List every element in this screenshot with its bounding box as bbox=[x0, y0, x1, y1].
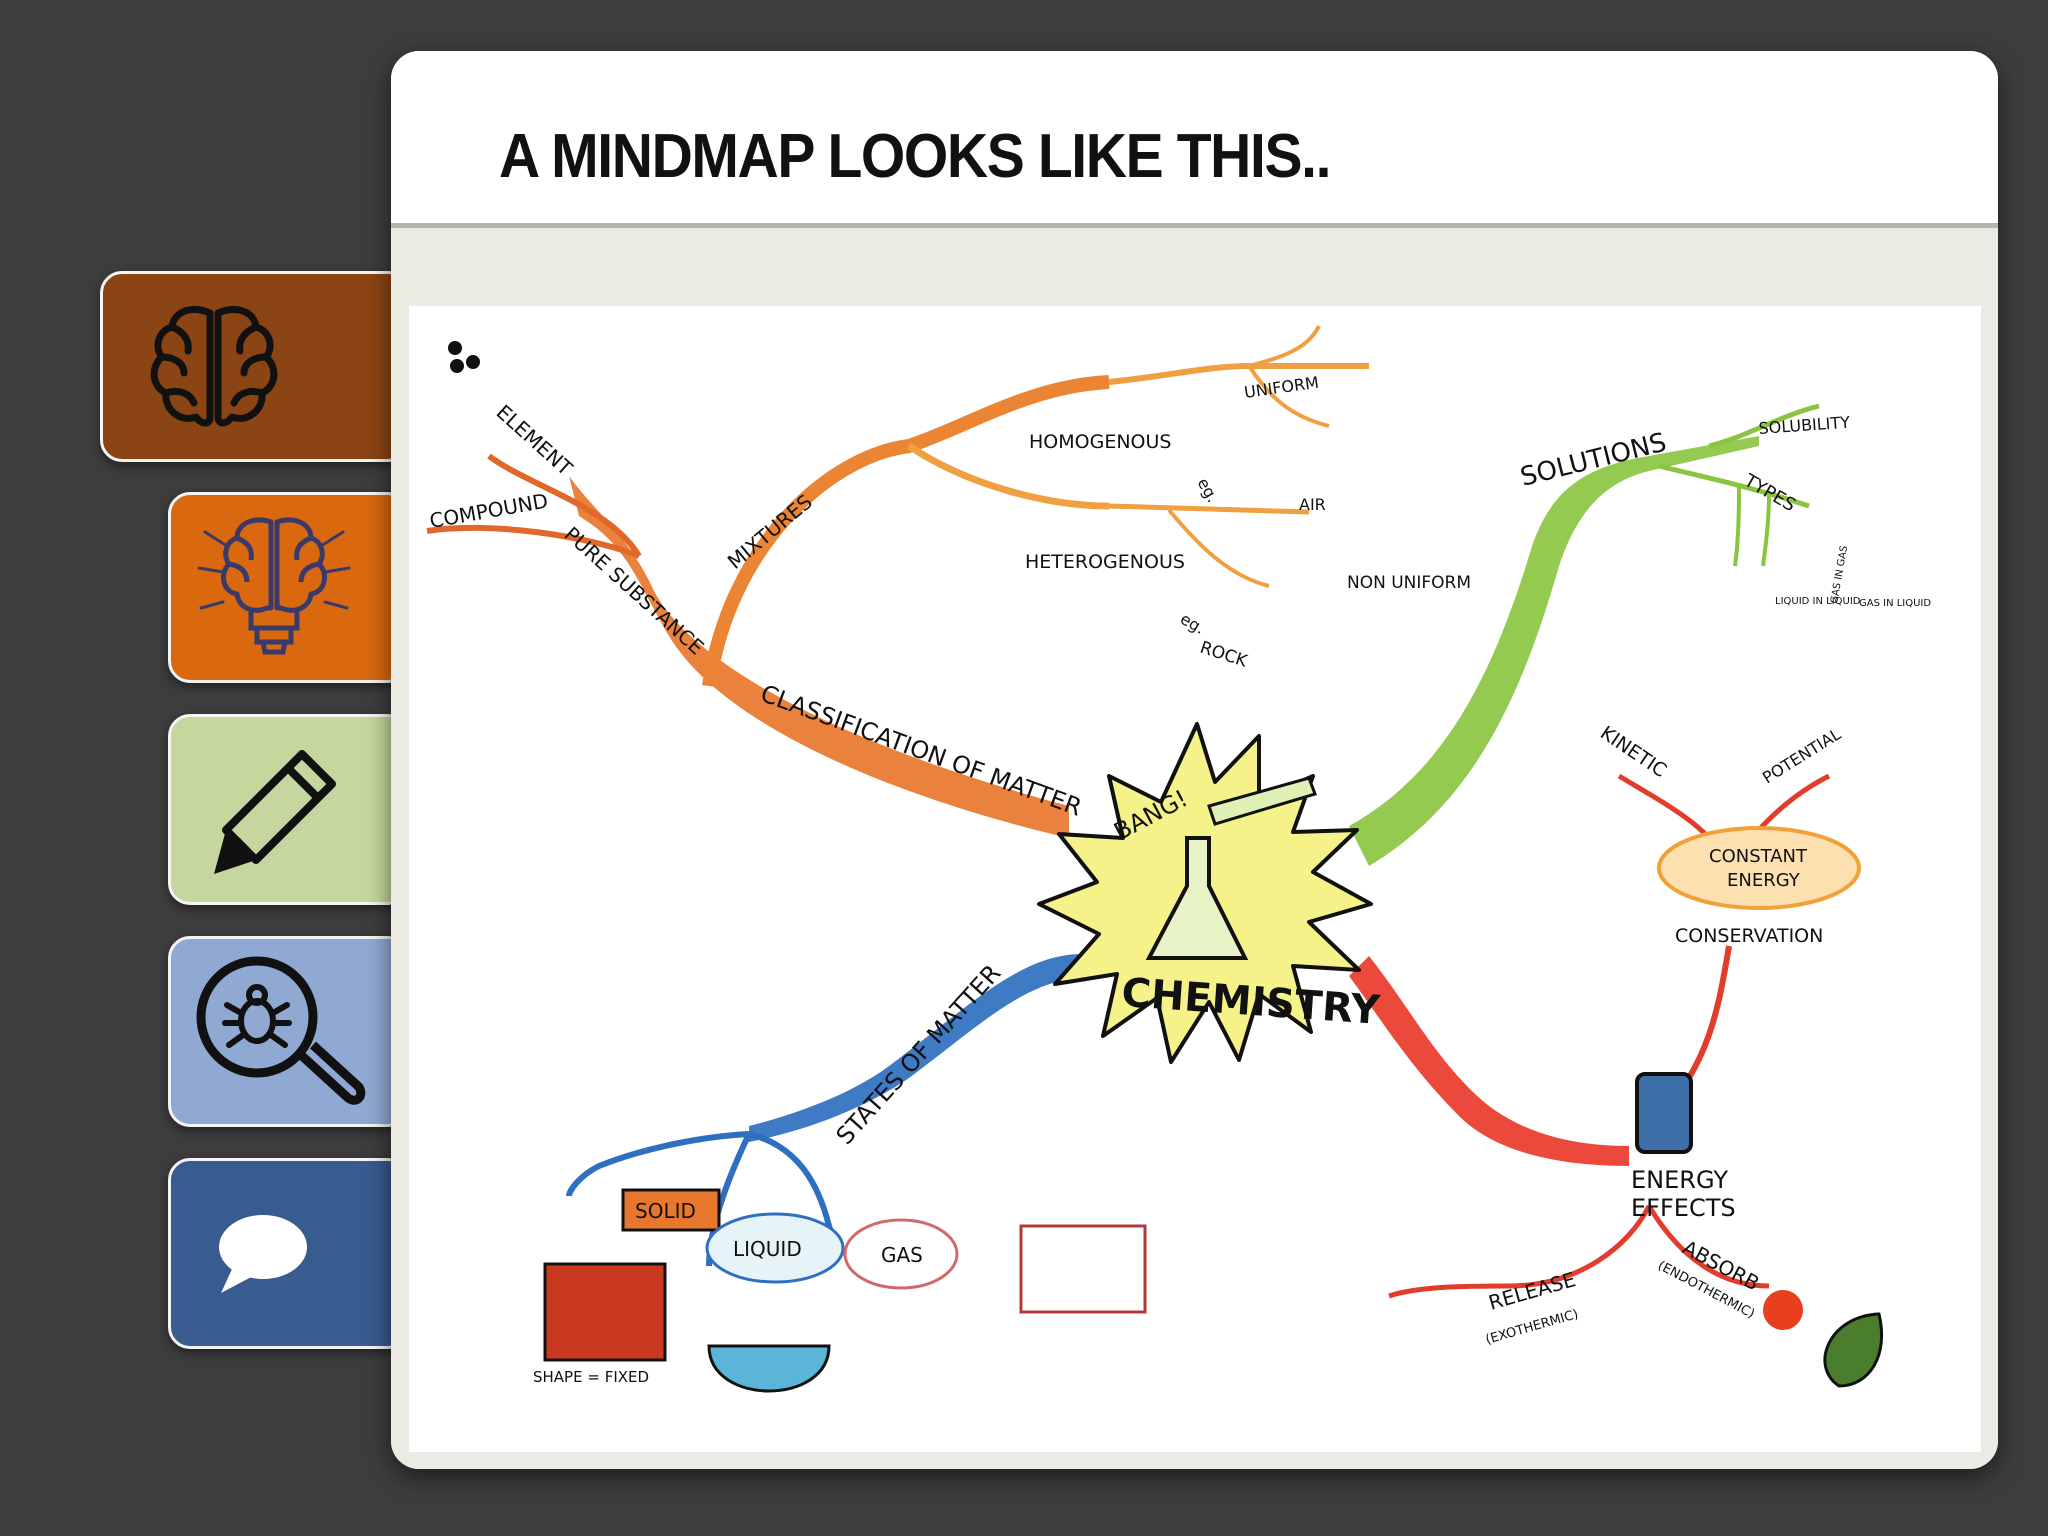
tab-debug[interactable] bbox=[168, 936, 410, 1127]
sun-icon bbox=[1763, 1290, 1803, 1330]
label-homogenous: HOMOGENOUS bbox=[1029, 431, 1171, 453]
label-gas: GAS bbox=[881, 1243, 923, 1267]
label-air: AIR bbox=[1299, 495, 1326, 514]
label-solid: SOLID bbox=[635, 1199, 696, 1223]
pencil-icon bbox=[214, 749, 336, 874]
label-eg-1: eg. bbox=[1194, 475, 1223, 506]
label-classification: CLASSIFICATION OF MATTER bbox=[757, 679, 1085, 821]
tab-brain[interactable] bbox=[100, 271, 410, 462]
label-exothermic: (EXOTHERMIC) bbox=[1484, 1307, 1580, 1348]
brain-icon bbox=[150, 305, 278, 426]
solid-tag bbox=[621, 1188, 721, 1232]
branch-classification bbox=[569, 476, 1069, 838]
flask-icon bbox=[1145, 836, 1249, 960]
brick-cube bbox=[543, 1262, 667, 1362]
branch-mixtures bbox=[702, 375, 1110, 687]
branch-compound bbox=[426, 524, 641, 559]
label-states: STATES OF MATTER bbox=[831, 959, 1007, 1150]
label-solubility: SOLUBILITY bbox=[1758, 413, 1851, 438]
label-energy-effects-1: ENERGY bbox=[1631, 1166, 1728, 1194]
liquid-cloud bbox=[705, 1212, 845, 1284]
title-band: A MINDMAP LOOKS LIKE THIS.. bbox=[391, 51, 1998, 228]
label-shape-fixed: SHAPE = FIXED bbox=[533, 1368, 649, 1386]
tab-ideas[interactable] bbox=[168, 492, 410, 683]
battery-icon bbox=[1635, 1072, 1693, 1154]
label-pure-substance: PURE SUBSTANCE bbox=[560, 522, 709, 660]
mindmap-image: CHEMISTRY BANG! ELEMENT COMPOUND PURE SU… bbox=[409, 306, 1981, 1452]
label-eg-2: eg. bbox=[1177, 609, 1208, 638]
label-liquid-in-liquid: LIQUID IN LIQUID bbox=[1775, 596, 1861, 607]
label-liquid: LIQUID bbox=[733, 1237, 802, 1261]
branch-energy bbox=[1349, 956, 1629, 1166]
slide-card: A MINDMAP LOOKS LIKE THIS.. bbox=[391, 51, 1998, 1469]
gas-box bbox=[1019, 1224, 1147, 1314]
label-mixtures: MIXTURES bbox=[723, 489, 817, 573]
label-rock: ROCK bbox=[1197, 638, 1250, 672]
branch-element bbox=[487, 453, 642, 558]
water-bowl bbox=[707, 1344, 831, 1393]
mindmap-drawing: CHEMISTRY BANG! ELEMENT COMPOUND PURE SU… bbox=[426, 325, 1931, 1393]
label-potential: POTENTIAL bbox=[1759, 724, 1844, 787]
branch-heterogenous bbox=[907, 443, 1110, 510]
branch-solutions bbox=[1349, 436, 1759, 866]
speech-bubble-icon bbox=[219, 1214, 307, 1293]
label-energy: ENERGY bbox=[1727, 870, 1801, 891]
label-conservation: CONSERVATION bbox=[1675, 925, 1823, 947]
tab-comments[interactable] bbox=[168, 1158, 410, 1349]
brain-lightbulb-icon bbox=[197, 517, 351, 654]
tab-pencil[interactable] bbox=[168, 714, 410, 905]
constant-energy-scribble bbox=[1657, 826, 1861, 910]
label-energy-effects-2: EFFECTS bbox=[1631, 1194, 1736, 1222]
label-kinetic: KINETIC bbox=[1596, 722, 1670, 782]
image-frame: CHEMISTRY BANG! ELEMENT COMPOUND PURE SU… bbox=[391, 228, 1998, 1469]
gas-cloud bbox=[843, 1218, 959, 1290]
branch-states bbox=[749, 954, 1089, 1142]
label-non-uniform: NON UNIFORM bbox=[1347, 573, 1471, 593]
label-release: RELEASE bbox=[1486, 1267, 1578, 1315]
label-constant: CONSTANT bbox=[1709, 846, 1808, 867]
slide-title: A MINDMAP LOOKS LIKE THIS.. bbox=[499, 122, 1331, 191]
label-gas-in-liquid: GAS IN LIQUID bbox=[1859, 598, 1931, 609]
leaf-icon bbox=[1823, 1312, 1884, 1388]
center-label: CHEMISTRY bbox=[1120, 970, 1382, 1034]
bug-magnifier-icon bbox=[196, 956, 366, 1105]
label-heterogenous: HETEROGENOUS bbox=[1025, 551, 1185, 573]
